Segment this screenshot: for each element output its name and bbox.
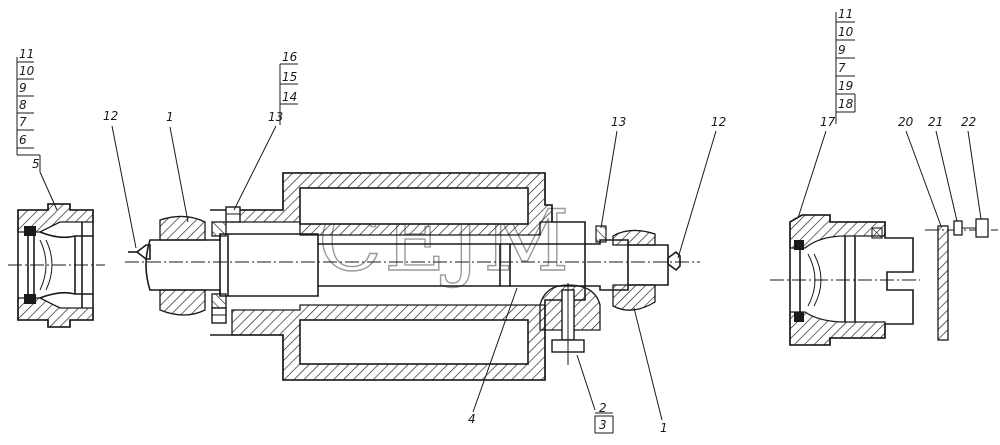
label-12-left: 12 [103,109,118,123]
label-right-18: 18 [838,97,854,111]
label-14: 14 [282,90,297,104]
label-21: 21 [928,115,943,129]
label-left-10: 10 [19,64,35,78]
label-20: 20 [898,115,914,129]
label-12-right: 12 [711,115,726,129]
label-left-7: 7 [19,115,27,129]
label-15: 15 [282,70,297,84]
label-17: 17 [820,115,836,129]
label-3: 3 [599,418,607,432]
label-right-19: 19 [838,79,853,93]
right-flange-part-17 [770,214,920,346]
label-right-10: 10 [838,25,854,39]
label-left-8: 8 [19,98,27,112]
label-13-right: 13 [611,115,626,129]
label-left-9: 9 [19,81,27,95]
label-1-bottom: 1 [660,421,668,435]
center-assembly [125,172,700,381]
right-small-parts [925,218,998,341]
label-22: 22 [961,115,976,129]
label-13-left: 13 [268,110,283,124]
center-labels: 12 1 13 16 15 14 13 12 4 2 3 1 [103,50,726,435]
label-left-6: 6 [19,133,27,147]
label-right-7: 7 [838,61,846,75]
right-labels: 11 10 9 7 19 18 17 20 21 22 [797,7,982,227]
left-label-stack: 11 10 9 8 7 6 5 [16,47,58,211]
label-4: 4 [468,412,476,426]
label-right-11: 11 [838,7,853,21]
label-right-9: 9 [838,43,846,57]
label-part-5: 5 [32,157,40,171]
left-flange-part-5 [8,203,105,328]
label-left-11: 11 [19,47,34,61]
label-2: 2 [599,401,607,415]
label-16: 16 [282,50,298,64]
label-1-top: 1 [166,110,174,124]
